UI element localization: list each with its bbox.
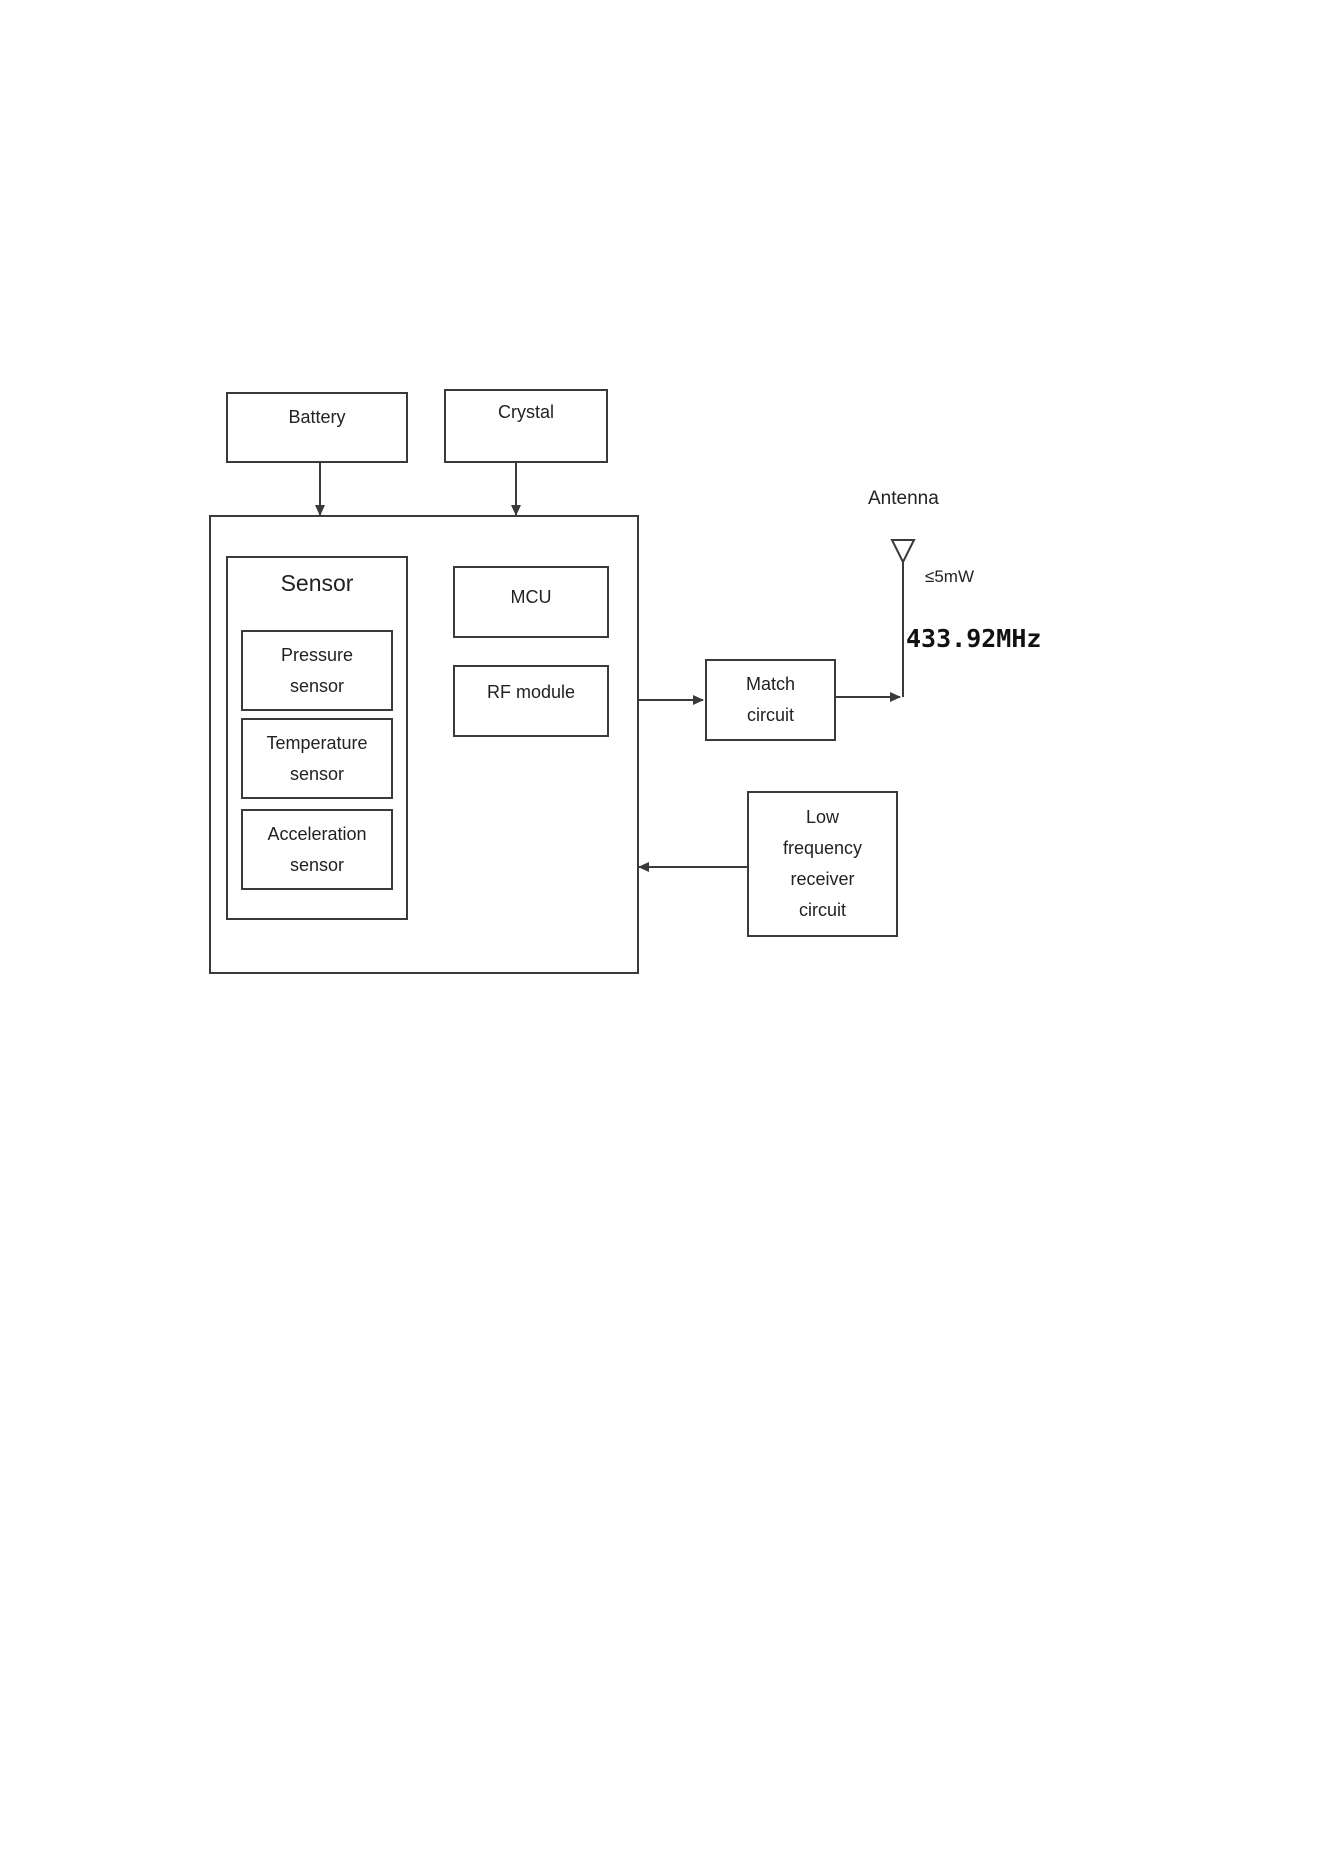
- low-frequency-receiver-box: Low frequency receiver circuit: [747, 791, 898, 937]
- temperature-sensor-box: Temperature sensor: [241, 718, 393, 799]
- temperature-sensor-label: Temperature sensor: [266, 728, 367, 790]
- battery-label: Battery: [288, 402, 345, 433]
- antenna-icon: [892, 540, 914, 562]
- match-circuit-box: Match circuit: [705, 659, 836, 741]
- pressure-sensor-label: Pressure sensor: [281, 640, 353, 702]
- frequency-label: 433.92MHz: [906, 624, 1041, 653]
- rf-module-box: RF module: [453, 665, 609, 737]
- acceleration-sensor-box: Acceleration sensor: [241, 809, 393, 890]
- low-frequency-receiver-label: Low frequency receiver circuit: [783, 802, 862, 926]
- power-limit-label: ≤5mW: [925, 567, 974, 587]
- rf-module-label: RF module: [487, 677, 575, 708]
- mcu-box: MCU: [453, 566, 609, 638]
- acceleration-sensor-label: Acceleration sensor: [267, 819, 366, 881]
- match-circuit-label: Match circuit: [746, 669, 795, 731]
- sensor-group-title: Sensor: [228, 568, 406, 598]
- mcu-label: MCU: [511, 582, 552, 613]
- antenna-label: Antenna: [868, 488, 939, 510]
- crystal-box: Crystal: [444, 389, 608, 463]
- battery-box: Battery: [226, 392, 408, 463]
- crystal-label: Crystal: [498, 397, 554, 428]
- pressure-sensor-box: Pressure sensor: [241, 630, 393, 711]
